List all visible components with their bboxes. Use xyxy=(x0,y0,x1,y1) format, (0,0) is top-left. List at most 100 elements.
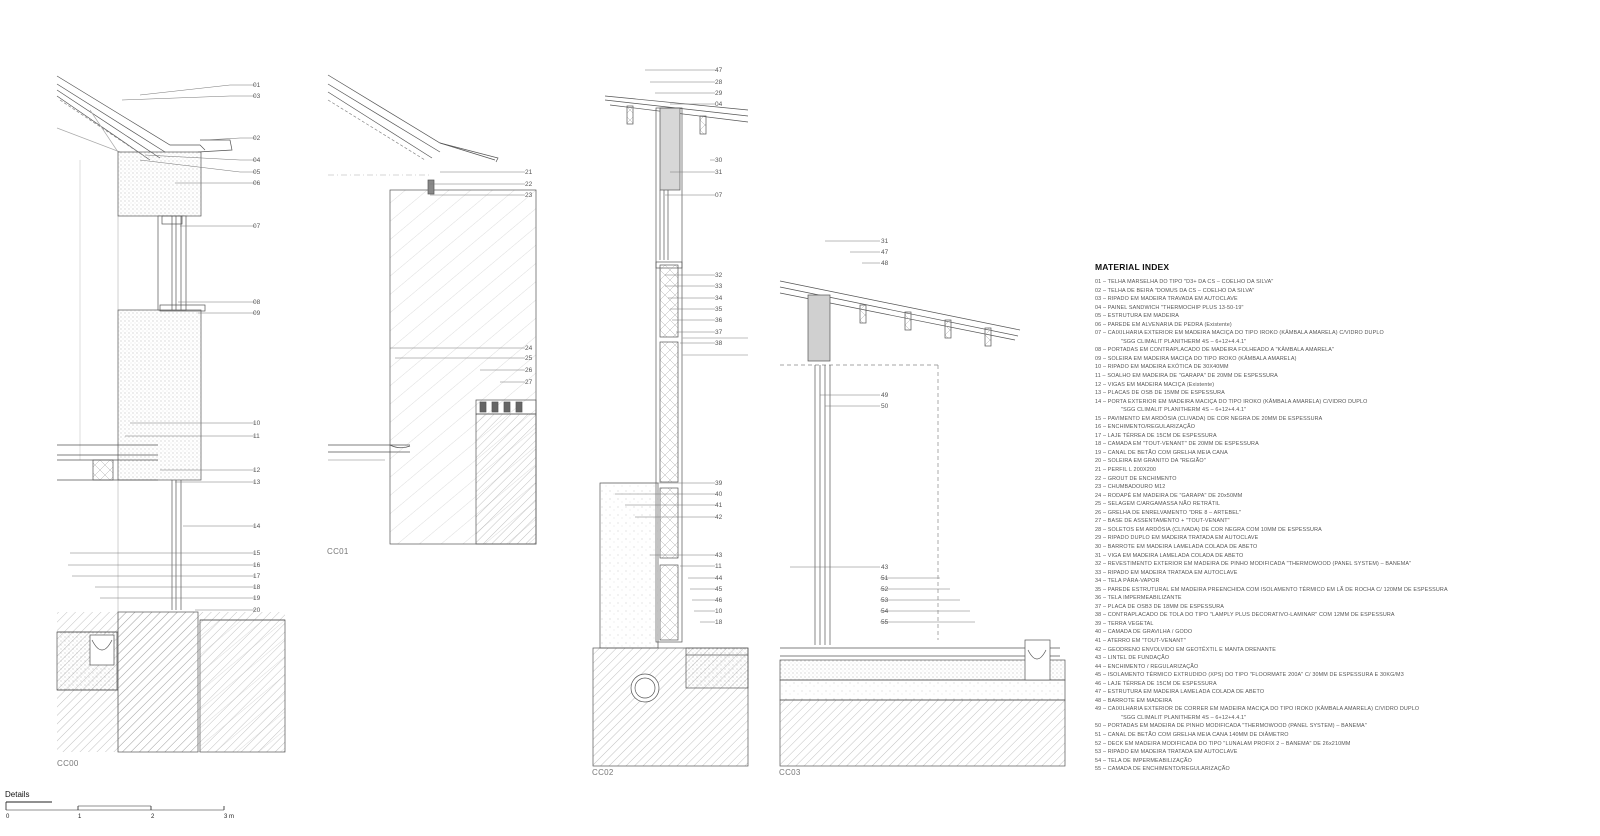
callout-cc00-07: 07 xyxy=(253,223,261,230)
material-index-item: 34 – TELA PÁRA-VAPOR xyxy=(1095,578,1160,585)
callout-cc02-07: 07 xyxy=(715,192,723,199)
scale-tick-label: 2 xyxy=(151,814,155,820)
callout-cc02-45: 45 xyxy=(715,586,723,593)
callout-cc03-55: 55 xyxy=(881,619,889,626)
material-index-item: 29 – RIPADO DUPLO EM MADEIRA TRATADA EM … xyxy=(1095,535,1259,542)
callout-cc02-30: 30 xyxy=(715,157,723,164)
callout-cc00-05: 05 xyxy=(253,169,261,176)
material-index-item: 47 – ESTRUTURA EM MADEIRA LAMELADA COLAD… xyxy=(1095,689,1265,696)
material-index-item: 10 – RIPADO EM MADEIRA EXÓTICA DE 30X40M… xyxy=(1095,364,1229,371)
callout-cc01-23: 23 xyxy=(525,192,533,199)
material-index-item: 14 – PORTA EXTERIOR EM MADEIRA MACIÇA DO… xyxy=(1095,398,1368,405)
callout-cc02-32: 32 xyxy=(715,272,723,279)
material-index-item: 09 – SOLEIRA EM MADEIRA MACIÇA DO TIPO I… xyxy=(1095,355,1297,362)
material-index-item: 40 – CAMADA DE GRAVILHA / GODO xyxy=(1095,629,1193,636)
callout-cc01-25: 25 xyxy=(525,355,533,362)
material-index-item: 30 – BARROTE EM MADEIRA LAMELADA COLADA … xyxy=(1095,543,1258,550)
callout-cc02-40: 40 xyxy=(715,491,723,498)
material-index-item: 11 – SOALHO EM MADEIRA DE "GARAPA" DE 20… xyxy=(1095,373,1278,380)
material-index-item: 20 – SOLEIRA EM GRANITO DA "REGIÃO" xyxy=(1095,458,1206,465)
material-index-item: 17 – LAJE TÉRREA DE 15CM DE ESPESSURA xyxy=(1095,432,1217,439)
material-index-item: 24 – RODAPÉ EM MADEIRA DE "GARAPA" DE 20… xyxy=(1095,492,1243,499)
callout-cc02-41: 41 xyxy=(715,502,723,509)
callout-cc03-53: 53 xyxy=(881,597,889,604)
callout-cc00-06: 06 xyxy=(253,180,261,187)
material-index-item: 06 – PAREDE EM ALVENARIA DE PEDRA (Exist… xyxy=(1095,321,1232,328)
material-index-item: 27 – BASE DE ASSENTAMENTO + "TOUT-VENANT… xyxy=(1095,518,1230,525)
material-index-item: 41 – ATERRO EM "TOUT-VENANT" xyxy=(1095,637,1186,644)
callout-cc01-22: 22 xyxy=(525,181,533,188)
callout-cc02-44: 44 xyxy=(715,575,723,582)
callout-cc00-15: 15 xyxy=(253,550,261,557)
material-index-item: 44 – ENCHIMENTO / REGULARIZAÇÃO xyxy=(1095,663,1199,670)
material-index-item: 37 – PLACA DE OSB3 DE 18MM DE ESPESSURA xyxy=(1095,603,1224,610)
material-index-item: 51 – CANAL DE BETÃO COM GRELHA MEIA CANA… xyxy=(1095,731,1289,738)
callout-cc01-21: 21 xyxy=(525,169,533,176)
callout-cc00-19: 19 xyxy=(253,595,261,602)
material-index-item: 31 – VIGA EM MADEIRA LAMELADA COLADA DE … xyxy=(1095,552,1244,559)
material-index-item: 36 – TELA IMPERMEABILIZANTE xyxy=(1095,595,1182,602)
callout-cc00-10: 10 xyxy=(253,420,261,427)
callout-cc00-02: 02 xyxy=(253,135,261,142)
material-index-item: 55 – CAMADA DE ENCHIMENTO/REGULARIZAÇÃO xyxy=(1095,766,1230,773)
callout-cc00-13: 13 xyxy=(253,479,261,486)
callout-cc00-16: 16 xyxy=(253,562,261,569)
callout-cc02-28: 28 xyxy=(715,79,723,86)
callout-cc00-08: 08 xyxy=(253,299,261,306)
cc00-roof xyxy=(56,75,233,161)
callout-cc00-18: 18 xyxy=(253,584,261,591)
callout-cc02-39: 39 xyxy=(715,480,723,487)
material-index-item: 45 – ISOLAMENTO TÉRMICO EXTRUDIDO (XPS) … xyxy=(1095,672,1404,679)
section-cc03 xyxy=(779,280,1066,767)
callout-cc02-29: 29 xyxy=(715,90,723,97)
material-index-item: 19 – CANAL DE BETÃO COM GRELHA MEIA CANA xyxy=(1095,449,1228,456)
callout-cc00-12: 12 xyxy=(253,467,261,474)
leader-lines xyxy=(68,69,975,623)
material-index-item: 03 – RIPADO EM MADEIRA TRAVADA EM AUTOCL… xyxy=(1095,296,1238,303)
material-index-title: MATERIAL INDEX xyxy=(1095,262,1170,272)
material-index-item: 02 – TELHA DE BEIRA "DOMUS DA CS – COELH… xyxy=(1095,287,1255,294)
callout-cc03-51: 51 xyxy=(881,575,889,582)
callout-cc03-31: 31 xyxy=(881,238,889,245)
material-index-item: 22 – GROUT DE ENCHIMENTO xyxy=(1095,475,1177,482)
material-index-item: 50 – PORTADAS EM MADEIRA DE PINHO MODIFI… xyxy=(1095,723,1367,730)
callout-cc03-49: 49 xyxy=(881,392,889,399)
callout-cc03-50: 50 xyxy=(881,403,889,410)
material-index-item: 48 – BARROTE EM MADEIRA xyxy=(1095,697,1173,704)
material-index-item: 42 – GEODRENO ENVOLVIDO EM GEOTÊXTIL E M… xyxy=(1095,646,1276,653)
callout-cc02-04: 04 xyxy=(715,101,723,108)
material-index-item: 18 – CAMADA EM "TOUT-VENANT" DE 20MM DE … xyxy=(1095,441,1259,448)
callout-cc02-34: 34 xyxy=(715,295,723,302)
scale-tick-label: 0 xyxy=(6,814,10,820)
callout-cc03-52: 52 xyxy=(881,586,889,593)
callout-cc01-26: 26 xyxy=(525,367,533,374)
section-label-cc01: CC01 xyxy=(327,547,349,556)
callout-cc02-35: 35 xyxy=(715,306,723,313)
callout-cc02-42: 42 xyxy=(715,514,723,521)
callout-cc02-47: 47 xyxy=(715,67,723,74)
section-cc01 xyxy=(327,74,537,545)
material-index-item: 35 – PAREDE ESTRUTURAL EM MADEIRA PREENC… xyxy=(1095,586,1448,593)
callout-cc03-54: 54 xyxy=(881,608,889,615)
material-index-item: 38 – CONTRAPLACADO DE TOLA DO TIPO "LAMP… xyxy=(1095,612,1395,619)
callout-cc02-33: 33 xyxy=(715,283,723,290)
material-index-item: 28 – SOLETOS EM ARDÓSIA (CLIVADA) DE COR… xyxy=(1095,526,1322,533)
callout-cc02-46: 46 xyxy=(715,597,723,604)
section-cc00 xyxy=(56,75,286,753)
section-label-cc00: CC00 xyxy=(57,759,79,768)
material-index-item: 46 – LAJE TÉRREA DE 15CM DE ESPESSURA xyxy=(1095,680,1217,687)
callout-cc03-47: 47 xyxy=(881,249,889,256)
material-index-list: 01 – TELHA MARSELHA DO TIPO "D3+ DA CS –… xyxy=(1095,278,1575,774)
material-index-item: 12 – VIGAS EM MADEIRA MACIÇA (Existente) xyxy=(1095,381,1215,388)
callout-cc02-36: 36 xyxy=(715,317,723,324)
material-index-item: 39 – TERRA VEGETAL xyxy=(1095,620,1154,627)
material-index-item: 43 – LINTEL DE FUNDAÇÃO xyxy=(1095,655,1170,662)
section-label-cc03: CC03 xyxy=(779,768,801,777)
section-cc02 xyxy=(592,95,749,767)
callout-cc00-09: 09 xyxy=(253,310,261,317)
callout-cc03-43: 43 xyxy=(881,564,889,571)
scale-title: Details xyxy=(5,790,30,799)
